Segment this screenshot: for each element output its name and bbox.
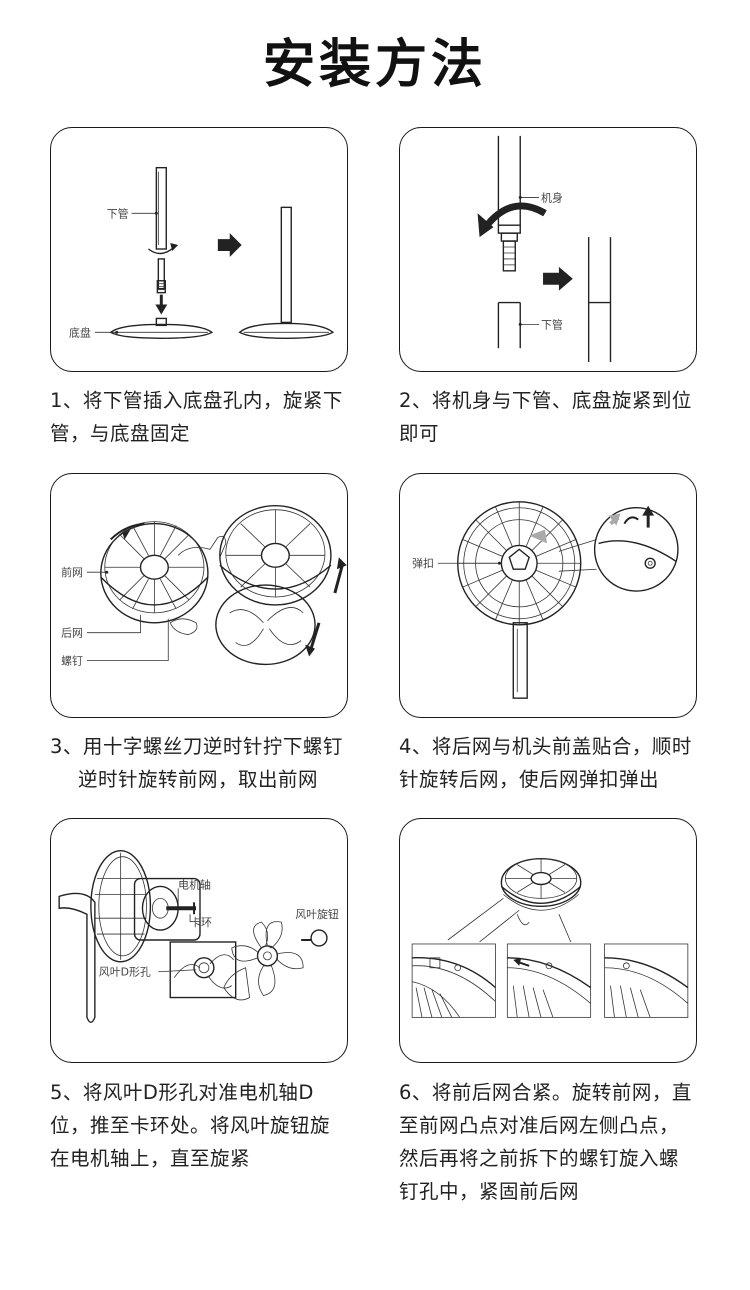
label-lower-tube: 下管 <box>107 206 129 220</box>
step-6-diagram <box>411 857 689 1018</box>
step-6-caption-line-3: 然后再将之前拆下的螺钉旋入螺 <box>399 1147 680 1170</box>
label-rear-grill: 后网 <box>61 627 83 640</box>
up-arrow-icon <box>336 557 347 570</box>
step-6-caption-line-1: 6、将前后网合紧。旋转前网，直 <box>399 1081 692 1104</box>
page-title: 安装方法 <box>262 35 487 95</box>
label-screw: 螺钉 <box>61 654 83 667</box>
label-blade-d-hole: 风叶D形孔 <box>99 966 151 979</box>
step-5-caption: 5、将风叶D形孔对准电机轴D 位，推至卡环处。将风叶旋钮旋 在电机轴上，直至旋紧 <box>50 1076 355 1175</box>
step-5-caption-line-3: 在电机轴上，直至旋紧 <box>50 1147 251 1170</box>
fan-blade-shape <box>256 945 279 967</box>
step-5-diagram: 电机轴 卡环 风叶D形孔 风叶旋钮 <box>58 850 339 1023</box>
down-arrow-icon <box>305 644 316 657</box>
step-6-illustration <box>399 818 697 1063</box>
step-6-caption-line-4: 钉孔中，紧固前后网 <box>399 1180 580 1203</box>
step-4-caption: 4、将后网与机头前盖贴合，顺时 针旋转后网，使后网弹扣弹出 <box>399 730 704 796</box>
rear-grill-shape <box>90 850 152 963</box>
fan-stand-shape <box>512 622 528 699</box>
label-body: 机身 <box>541 190 563 204</box>
rear-grill-shape <box>100 576 209 606</box>
step-2-caption-line-1: 2、将机身与下管、底盘旋紧到位 <box>399 389 692 412</box>
motor-housing-shape <box>133 877 201 941</box>
step-2-illustration: 机身 下管 <box>399 127 697 372</box>
label-lower-tube: 下管 <box>541 317 563 331</box>
label-snap-ring: 卡环 <box>190 916 212 929</box>
base-shape <box>109 323 214 339</box>
step-3-caption: 3、用十字螺丝刀逆时针拧下螺钉 逆时针旋转前网，取出前网 <box>50 730 355 796</box>
step-6-caption: 6、将前后网合紧。旋转前网，直 至前网凸点对准后网左侧凸点， 然后再将之前拆下的… <box>399 1076 704 1208</box>
rotate-arrow-icon <box>623 516 639 525</box>
step-3-caption-line-1: 3、用十字螺丝刀逆时针拧下螺钉 <box>50 735 343 758</box>
step-1-caption: 1、将下管插入底盘孔内，旋紧下 管，与底盘固定 <box>50 384 355 450</box>
step-1-caption-line-2: 管，与底盘固定 <box>50 422 191 445</box>
step-4-illustration: 弹扣 <box>399 473 697 718</box>
right-arrow-icon <box>543 266 573 291</box>
rotate-arrow-icon <box>147 246 175 255</box>
fan-blade-shape <box>215 584 316 666</box>
assembled-tube-shape <box>280 206 292 324</box>
step-1-illustration: 下管 底盘 <box>50 127 348 372</box>
detail-panel-1 <box>411 943 496 1018</box>
label-latch: 弹扣 <box>412 556 434 570</box>
step-4-caption-line-1: 4、将后网与机头前盖贴合，顺时 <box>399 735 692 758</box>
label-base: 底盘 <box>69 325 91 339</box>
step-3-caption-line-2: 逆时针旋转前网，取出前网 <box>78 768 319 791</box>
step-2-diagram: 机身 下管 <box>477 135 612 363</box>
hand-shape <box>177 535 227 558</box>
label-motor-shaft: 电机轴 <box>178 877 211 891</box>
step-3-diagram: 前网 后网 螺钉 <box>61 505 347 667</box>
step-5-caption-line-2: 位，推至卡环处。将风叶旋钮旋 <box>50 1114 331 1137</box>
label-blade-knob: 风叶旋钮 <box>295 907 339 921</box>
blade-knob-icon <box>310 929 328 947</box>
step-1-caption-line-1: 1、将下管插入底盘孔内，旋紧下 <box>50 389 343 412</box>
fan-body-shape <box>58 892 96 1023</box>
detail-panel-3 <box>604 943 689 1018</box>
up-arrow-icon <box>642 505 655 516</box>
step-4-diagram: 弹扣 <box>412 501 679 699</box>
step-2-caption: 2、将机身与下管、底盘旋紧到位 即可 <box>399 384 704 450</box>
detail-panel-2 <box>506 943 592 1018</box>
lower-tube-shape <box>155 166 167 250</box>
rotate-arrow-icon <box>482 202 547 230</box>
step-5-illustration: 电机轴 卡环 风叶D形孔 风叶旋钮 <box>50 818 348 1063</box>
step-3-illustration: 前网 后网 螺钉 <box>50 473 348 718</box>
step-6-caption-line-2: 至前网凸点对准后网左侧凸点， <box>399 1114 680 1137</box>
right-arrow-icon <box>217 233 242 257</box>
step-4-caption-line-2: 针旋转后网，使后网弹扣弹出 <box>399 768 660 791</box>
label-front-grill: 前网 <box>61 565 83 579</box>
step-2-caption-line-2: 即可 <box>399 422 440 445</box>
zoom-callout <box>593 507 679 592</box>
left-arrow-icon <box>513 957 522 966</box>
down-arrow-icon <box>155 304 168 315</box>
step-1-diagram: 下管 底盘 <box>69 166 335 339</box>
blade-box-shape <box>169 941 237 999</box>
step-5-caption-line-1: 5、将风叶D形孔对准电机轴D <box>50 1081 314 1104</box>
